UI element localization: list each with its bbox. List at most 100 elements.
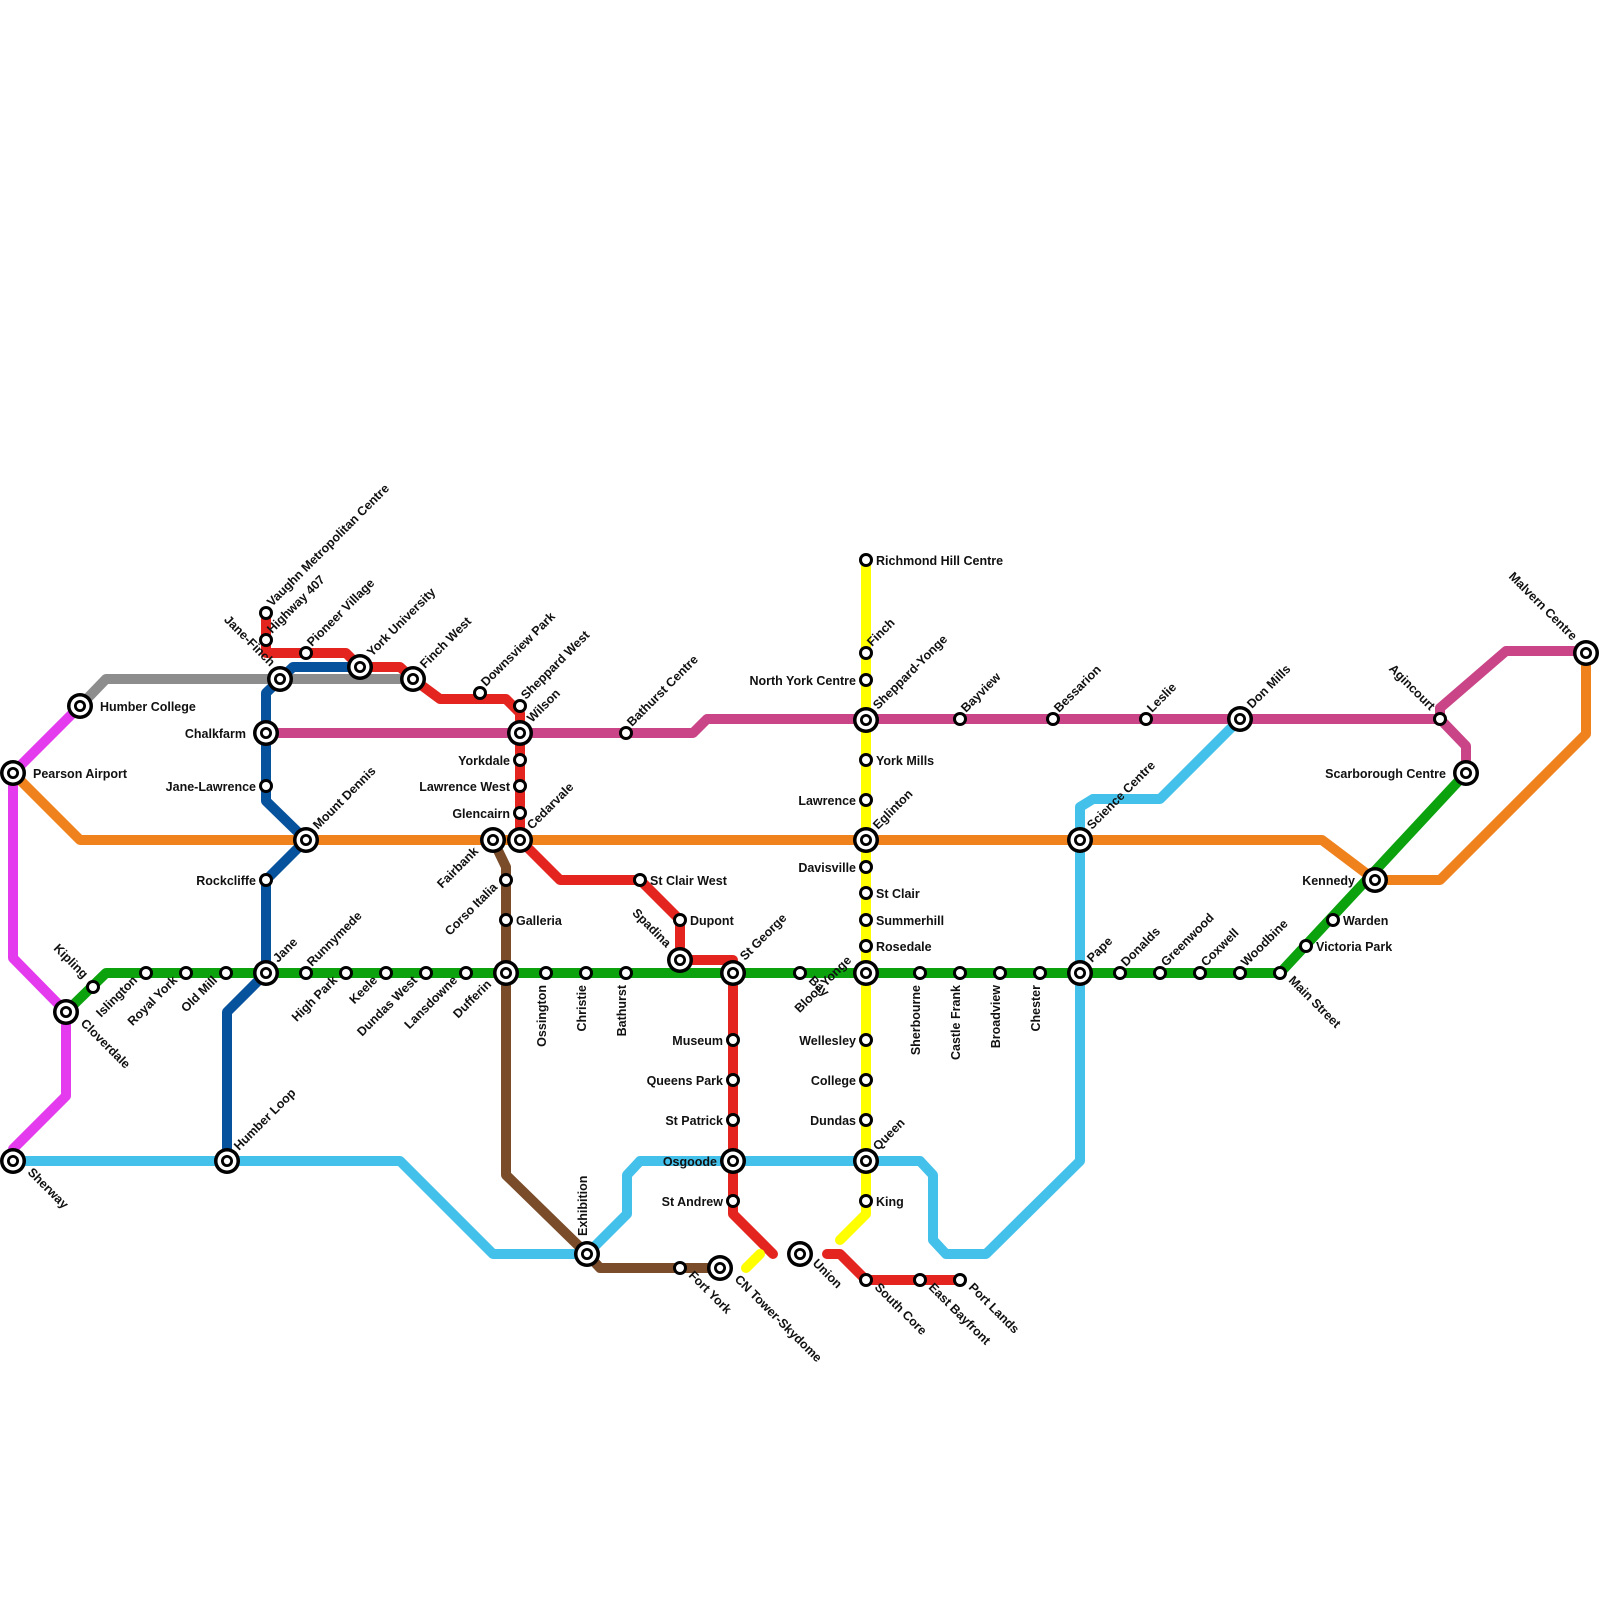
station-downsview[interactable]: Downsview Park: [473, 609, 558, 700]
station-marker: [1113, 966, 1127, 980]
station-label: Chalkfarm: [185, 727, 246, 741]
interchange-marker: [293, 827, 319, 853]
station-marker: [459, 966, 473, 980]
station-label: Glencairn: [452, 807, 510, 821]
station-label: Humber College: [100, 700, 196, 714]
station-label: Scarborough Centre: [1325, 767, 1446, 781]
station-kennedy[interactable]: Kennedy: [1302, 867, 1388, 893]
station-chalkfarm[interactable]: Chalkfarm: [185, 720, 279, 746]
station-sherbourne[interactable]: Sherbourne: [909, 966, 927, 1055]
station-label: Victoria Park: [1316, 940, 1392, 954]
station-marker: [1233, 966, 1247, 980]
station-marker: [793, 966, 807, 980]
station-marker: [1033, 966, 1047, 980]
station-label: Kipling: [51, 941, 91, 981]
station-kipling[interactable]: Kipling: [51, 941, 100, 994]
route-plum-branch: [1440, 651, 1586, 719]
station-jane[interactable]: Jane: [253, 935, 300, 986]
station-marker: [513, 779, 527, 793]
station-richmondhill[interactable]: Richmond Hill Centre: [859, 553, 1003, 568]
station-marker: [859, 1113, 873, 1127]
station-pape[interactable]: Pape: [1067, 934, 1115, 986]
station-northyork[interactable]: North York Centre: [749, 673, 873, 688]
station-broadview[interactable]: Broadview: [989, 966, 1007, 1048]
station-label: Bessarion: [1051, 662, 1104, 715]
station-marker: [513, 699, 527, 713]
station-marker: [419, 966, 433, 980]
station-warden[interactable]: Warden: [1326, 913, 1388, 928]
station-marker: [993, 966, 1007, 980]
station-label: Exhibition: [576, 1176, 590, 1236]
interchange-marker: [400, 666, 426, 692]
station-label: Summerhill: [876, 914, 944, 928]
station-marker: [859, 673, 873, 687]
station-marker: [1139, 712, 1153, 726]
station-marker: [726, 1194, 740, 1208]
station-bathurstcentre[interactable]: Bathurst Centre: [619, 652, 701, 740]
station-marker: [953, 1273, 967, 1287]
station-stclair[interactable]: St Clair: [859, 886, 920, 901]
station-label: Rosedale: [876, 940, 932, 954]
station-label: Donalds: [1118, 924, 1163, 969]
station-marker: [539, 966, 553, 980]
interchange-marker: [853, 707, 879, 733]
station-yorkdale[interactable]: Yorkdale: [458, 753, 527, 768]
station-summerhill[interactable]: Summerhill: [859, 913, 944, 928]
station-label: Dundas: [810, 1114, 856, 1128]
station-museum[interactable]: Museum: [672, 1033, 740, 1048]
station-label: Pape: [1084, 934, 1115, 965]
station-college[interactable]: College: [811, 1073, 873, 1088]
station-label: Cloverdale: [78, 1016, 133, 1071]
station-osgoode[interactable]: Osgoode: [663, 1148, 746, 1174]
station-mainstreet[interactable]: Main Street: [1273, 966, 1344, 1031]
station-marker: [726, 1113, 740, 1127]
station-dundas[interactable]: Dundas: [810, 1113, 873, 1128]
station-castlefrank[interactable]: Castle Frank: [949, 966, 967, 1060]
station-lawrencewest[interactable]: Lawrence West: [419, 779, 527, 794]
interchange-marker: [1227, 706, 1253, 732]
station-king[interactable]: King: [859, 1194, 904, 1209]
interchange-marker: [253, 960, 279, 986]
station-marker: [259, 606, 273, 620]
interchange-marker: [507, 827, 533, 853]
station-ossington[interactable]: Ossington: [535, 966, 553, 1047]
station-label: Mount Dennis: [310, 764, 378, 832]
station-finchwest[interactable]: Finch West: [400, 614, 475, 692]
station-dupont[interactable]: Dupont: [673, 913, 735, 928]
station-label: High Park: [289, 973, 340, 1024]
station-label: St Clair West: [650, 874, 728, 888]
interchange-marker: [480, 827, 506, 853]
station-label: Castle Frank: [949, 985, 963, 1060]
station-marker: [179, 966, 193, 980]
station-label: Warden: [1343, 914, 1388, 928]
station-pearson[interactable]: Pearson Airport: [0, 760, 128, 786]
station-marker: [499, 873, 513, 887]
station-marker: [473, 686, 487, 700]
station-queenspark[interactable]: Queens Park: [647, 1073, 740, 1088]
station-label: Bathurst Centre: [624, 652, 701, 729]
station-galleria[interactable]: Galleria: [499, 913, 563, 928]
station-janelawrence[interactable]: Jane-Lawrence: [166, 779, 273, 794]
interchange-marker: [507, 720, 533, 746]
station-marker: [513, 806, 527, 820]
station-label: Richmond Hill Centre: [876, 554, 1003, 568]
station-marker: [579, 966, 593, 980]
interchange-marker: [53, 999, 79, 1025]
station-marker: [859, 913, 873, 927]
station-label: Wellesley: [799, 1034, 856, 1048]
interchange-marker: [720, 1148, 746, 1174]
stations: Vaughn Metropolitan CentreHighway 407Pio…: [0, 481, 1599, 1365]
station-vaughan[interactable]: Vaughn Metropolitan Centre: [259, 481, 392, 620]
station-label: Rockcliffe: [196, 874, 256, 888]
interchange-marker: [1362, 867, 1388, 893]
station-label: Malvern Centre: [1506, 569, 1580, 643]
station-marker: [673, 1261, 687, 1275]
station-marker: [299, 646, 313, 660]
station-humbercollege[interactable]: Humber College: [67, 693, 196, 719]
station-label: Jane-Lawrence: [166, 780, 256, 794]
station-exhibition[interactable]: Exhibition: [574, 1176, 600, 1267]
station-rosedale[interactable]: Rosedale: [859, 939, 932, 954]
station-union[interactable]: Union: [787, 1241, 845, 1291]
station-marker: [859, 886, 873, 900]
station-marker: [859, 1194, 873, 1208]
